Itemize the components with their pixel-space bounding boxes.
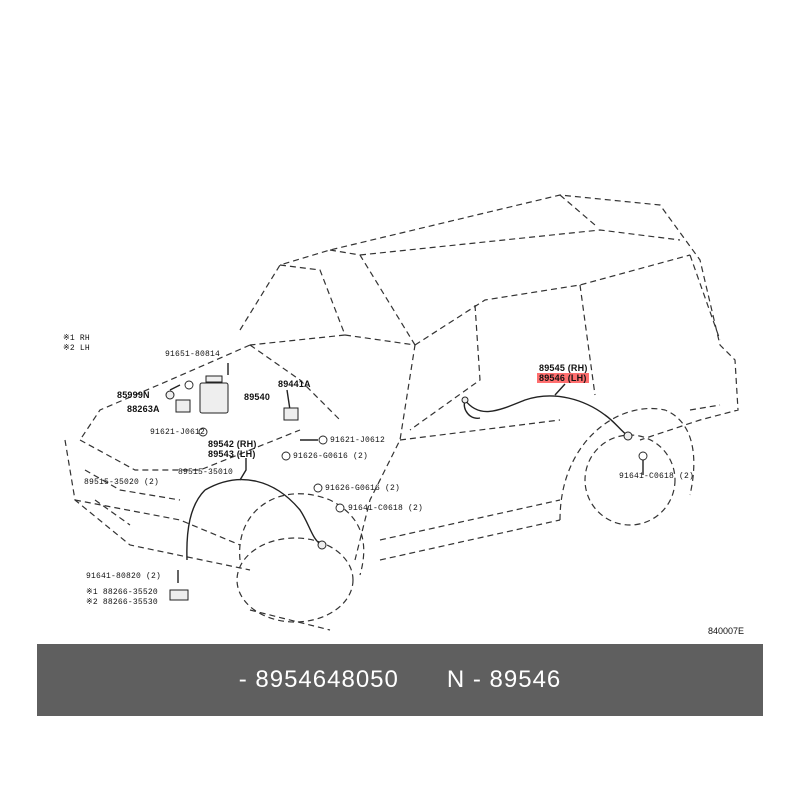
n-code: N - 89546 bbox=[446, 666, 562, 693]
label-91641-front: 91641-C0618 (2) bbox=[348, 504, 424, 513]
legend-lh: ※2 LH bbox=[63, 344, 90, 353]
label-91641-rear: 91641-C0618 (2) bbox=[619, 472, 695, 481]
vehicle-outline bbox=[239, 194, 739, 441]
part-number-banner: - 8954648050 N - 89546 bbox=[37, 644, 763, 716]
part-number: - 8954648050 bbox=[238, 666, 399, 693]
label-91626-top: 91626-G0616 (2) bbox=[293, 452, 369, 461]
label-91641-80820: 91641-80820 (2) bbox=[86, 572, 162, 581]
label-89543: 89543 (LH) bbox=[208, 449, 256, 459]
label-89546-highlighted: 89546 (LH) bbox=[537, 373, 589, 383]
label-91651: 91651-80814 bbox=[165, 350, 221, 359]
label-91621-right: 91621-J0612 bbox=[330, 436, 386, 445]
front-harness bbox=[204, 478, 323, 546]
label-89542: 89542 (RH) bbox=[208, 439, 257, 449]
legend-rh: ※1 RH bbox=[63, 334, 90, 343]
label-91626-bottom: 91626-G0616 (2) bbox=[325, 484, 401, 493]
label-89545: 89545 (RH) bbox=[539, 363, 588, 373]
label-89515: 89515-35010 bbox=[178, 468, 234, 477]
rear-harness-89546 bbox=[464, 395, 629, 437]
label-88266-rh: ※1 88266-35520 bbox=[86, 588, 158, 597]
label-88266-lh: ※2 88266-35530 bbox=[86, 598, 158, 607]
label-88263: 88263A bbox=[127, 404, 160, 414]
label-89515-35020: 89515-35020 (2) bbox=[84, 478, 160, 487]
label-89540: 89540 bbox=[244, 392, 271, 402]
figure-code: 840007E bbox=[708, 626, 745, 636]
label-91621-left: 91621-J0612 bbox=[150, 428, 206, 437]
vehicle-wiring-diagram bbox=[64, 194, 739, 631]
sensor-89441a bbox=[283, 407, 299, 421]
ecu-module bbox=[199, 382, 229, 414]
label-85999: 85999N bbox=[117, 390, 150, 400]
label-89441: 89441A bbox=[278, 379, 311, 389]
